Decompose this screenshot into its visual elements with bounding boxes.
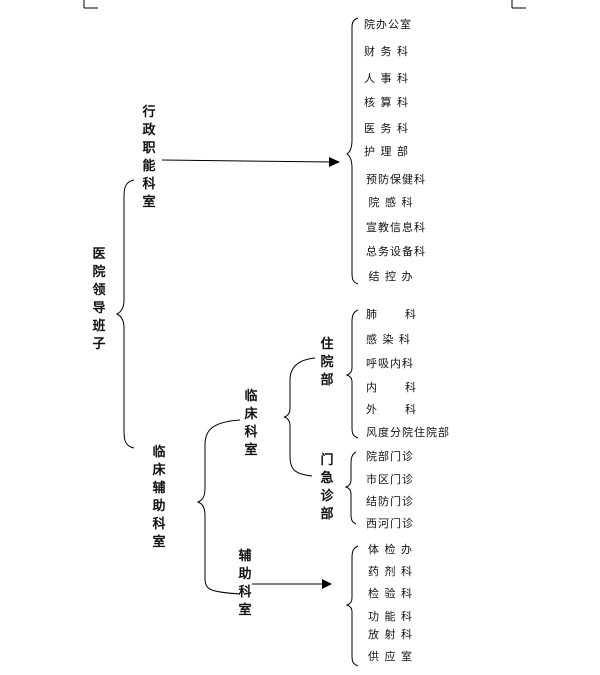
inpatient-brace xyxy=(345,309,359,439)
inpatient-item: 内 科 xyxy=(366,381,417,394)
inpatient-item: 感 染 科 xyxy=(366,333,411,346)
admin-item: 人 事 科 xyxy=(364,72,409,85)
clinical-group-label: 临床辅助科室 xyxy=(152,445,166,550)
admin-arrow-line xyxy=(161,159,334,163)
inpatient-item: 肺 科 xyxy=(366,308,417,321)
clinical-brace xyxy=(196,419,241,595)
auxiliary-item: 功 能 科 xyxy=(368,610,413,623)
admin-item: 宣教信息科 xyxy=(366,221,426,234)
auxiliary-item: 供 应 室 xyxy=(368,650,413,663)
admin-item: 结 控 办 xyxy=(364,270,414,283)
admin-item: 院办公室 xyxy=(364,18,412,31)
outpatient-item: 院部门诊 xyxy=(366,450,414,463)
auxiliary-group-label: 辅助科室 xyxy=(238,549,252,618)
auxiliary-item: 药 剂 科 xyxy=(368,565,413,578)
outpatient-item: 市区门诊 xyxy=(366,473,414,486)
admin-item: 预防保健科 xyxy=(366,173,426,186)
admin-item: 院 感 科 xyxy=(364,196,414,209)
outpatient-brace xyxy=(344,451,357,525)
auxiliary-brace xyxy=(345,545,359,667)
auxiliary-arrowhead xyxy=(322,579,332,589)
outpatient-group-label: 门急诊部 xyxy=(320,453,334,522)
inpatient-item: 风度分院住院部 xyxy=(366,426,450,439)
root-brace xyxy=(115,179,135,449)
inpatient-group-label: 住院部 xyxy=(320,337,334,388)
auxiliary-item: 体 检 办 xyxy=(368,543,413,556)
clinic-brace xyxy=(283,357,316,477)
admin-item: 护 理 部 xyxy=(364,145,409,158)
auxiliary-item: 放 射 科 xyxy=(368,628,413,641)
clinic-group-label: 临床科室 xyxy=(244,389,258,458)
admin-item: 总务设备科 xyxy=(366,245,426,258)
outpatient-item: 结防门诊 xyxy=(366,495,414,508)
root-label: 医院领导班子 xyxy=(92,247,106,352)
admin-item: 核 算 科 xyxy=(364,96,409,109)
inpatient-item: 外 科 xyxy=(366,403,417,416)
corner-mark-top-left xyxy=(83,0,98,9)
admin-group-label: 行政职能科室 xyxy=(142,105,156,210)
admin-item: 财 务 科 xyxy=(364,45,409,58)
admin-item: 医 务 科 xyxy=(364,122,409,135)
admin-brace xyxy=(346,17,359,285)
auxiliary-item: 检 验 科 xyxy=(368,587,413,600)
admin-arrowhead xyxy=(329,157,340,167)
inpatient-item: 呼吸内科 xyxy=(366,357,414,370)
outpatient-item: 西河门诊 xyxy=(366,517,414,530)
corner-mark-top-right xyxy=(511,0,526,9)
